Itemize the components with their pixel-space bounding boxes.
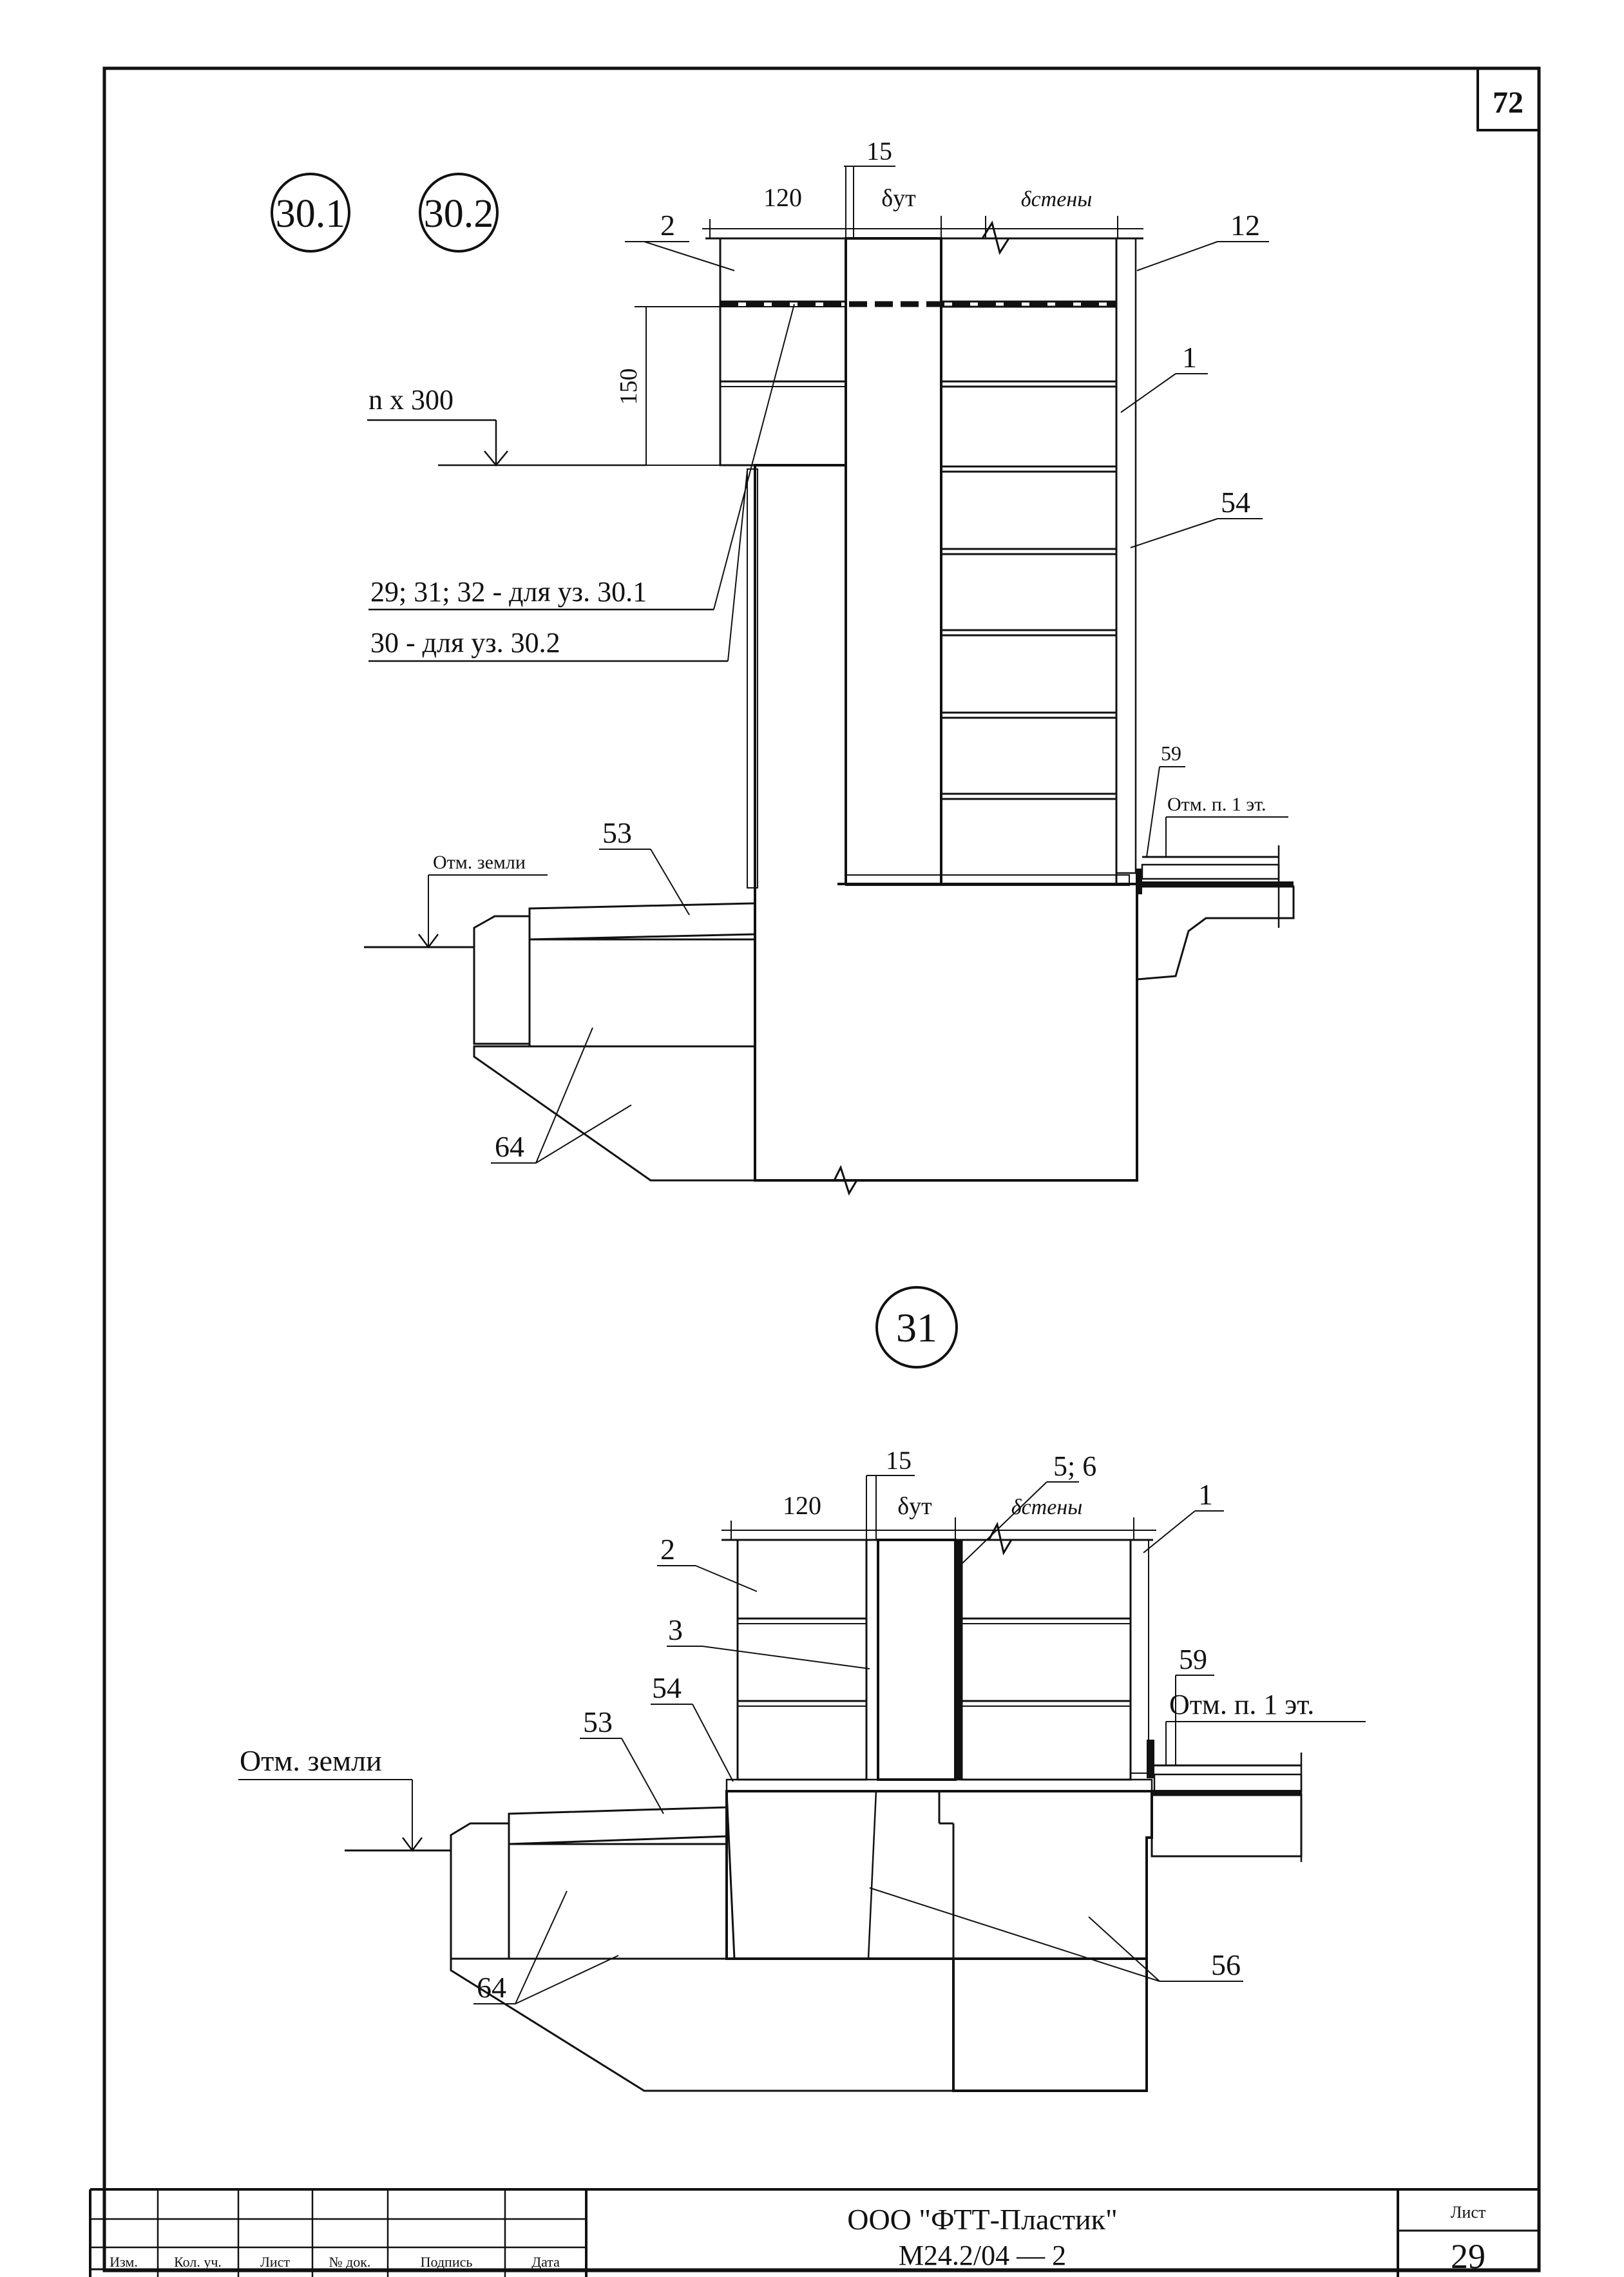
callout-53-31: 53 [583, 1705, 613, 1738]
bearing-masonry [940, 237, 1118, 885]
callout-64-31: 64 [477, 1971, 506, 2004]
dim-120-31: 120 [783, 1491, 821, 1520]
page-number: 72 [1493, 86, 1524, 120]
curb-stone [473, 915, 531, 1045]
callout-54-31: 54 [652, 1671, 682, 1704]
col-sign: Подпись [421, 2254, 473, 2270]
insulation-layer [845, 237, 942, 885]
ground-level-31: Отм. земли [240, 1744, 382, 1777]
ground-level: Отм. земли [433, 852, 526, 873]
floor-slab-31 [1151, 1794, 1303, 1858]
sand-fill [528, 938, 756, 1048]
callout-2-31: 2 [660, 1533, 675, 1566]
callout-59-31: 59 [1179, 1644, 1207, 1675]
callout-1: 1 [1182, 341, 1197, 374]
col-date: Дата [531, 2254, 560, 2270]
svg-text:30.1: 30.1 [276, 192, 346, 236]
plaster-layer [1115, 237, 1137, 874]
callout-53: 53 [602, 816, 632, 849]
dim-15: 15 [866, 137, 892, 166]
callout-54: 54 [1221, 486, 1250, 519]
sheet-number: 29 [1451, 2237, 1485, 2276]
callout-56-31: 56 [1211, 1948, 1241, 1981]
callout-64: 64 [495, 1130, 524, 1163]
col-doc: № док. [329, 2254, 371, 2270]
floor-level-31: Отм. п. 1 эт. [1169, 1689, 1314, 1720]
delta-insulation-31: δут [897, 1493, 932, 1520]
delta-wall-31: δстены [1011, 1495, 1082, 1519]
level-n300: n x 300 [368, 384, 454, 416]
note-30-2: 30 - для уз. 30.2 [370, 627, 560, 658]
detail-31: 120 15 δут δстены 5; 6 1 2 3 54 59 Отм. … [238, 1446, 1366, 2092]
delta-wall: δстены [1021, 187, 1092, 211]
col-kol: Кол. уч. [174, 2254, 222, 2270]
floor-level: Отм. п. 1 эт. [1167, 794, 1266, 815]
callout-3-31: 3 [668, 1613, 683, 1646]
foundation-wall [754, 464, 1138, 1182]
blind-area [528, 902, 756, 941]
doc-code: М24.2/04 — 2 [899, 2240, 1066, 2271]
page-number-box [1476, 67, 1540, 131]
col-izm: Изм. [110, 2254, 138, 2270]
callout-1-31: 1 [1198, 1478, 1213, 1511]
delta-insulation: δут [881, 185, 916, 212]
dim-120: 120 [763, 183, 802, 212]
gravel-base [473, 1045, 756, 1182]
sheet-label: Лист [1451, 2203, 1485, 2222]
floor-slab [1136, 885, 1295, 981]
node-marker-30-1: 30.1 [271, 173, 350, 253]
callout-59: 59 [1161, 742, 1181, 765]
callout-2: 2 [660, 209, 675, 242]
detail-30: 120 15 δут δстены 150 n x 300 2 12 1 54 [364, 137, 1295, 1196]
callout-5-6: 5; 6 [1053, 1450, 1096, 1482]
note-30-1: 29; 31; 32 - для уз. 30.1 [370, 576, 647, 608]
company-name: ООО "ФТТ-Пластик" [847, 2203, 1118, 2236]
node-marker-30-2: 30.2 [419, 173, 499, 253]
svg-text:30.2: 30.2 [424, 192, 494, 236]
col-list: Лист [260, 2254, 290, 2270]
svg-text:31: 31 [896, 1305, 937, 1350]
callout-12: 12 [1230, 209, 1260, 242]
title-block: Изм. Кол. уч. Лист № док. Подпись Дата О… [89, 2188, 1539, 2277]
dim-150: 150 [615, 369, 642, 405]
sheet-frame [102, 66, 1541, 2272]
foundation-block-lower [952, 1957, 1148, 2092]
facing-brick-wall [719, 237, 847, 466]
insulation-layer-31 [877, 1539, 957, 1781]
dim-15-31: 15 [886, 1446, 912, 1475]
node-marker-31: 31 [875, 1286, 958, 1369]
